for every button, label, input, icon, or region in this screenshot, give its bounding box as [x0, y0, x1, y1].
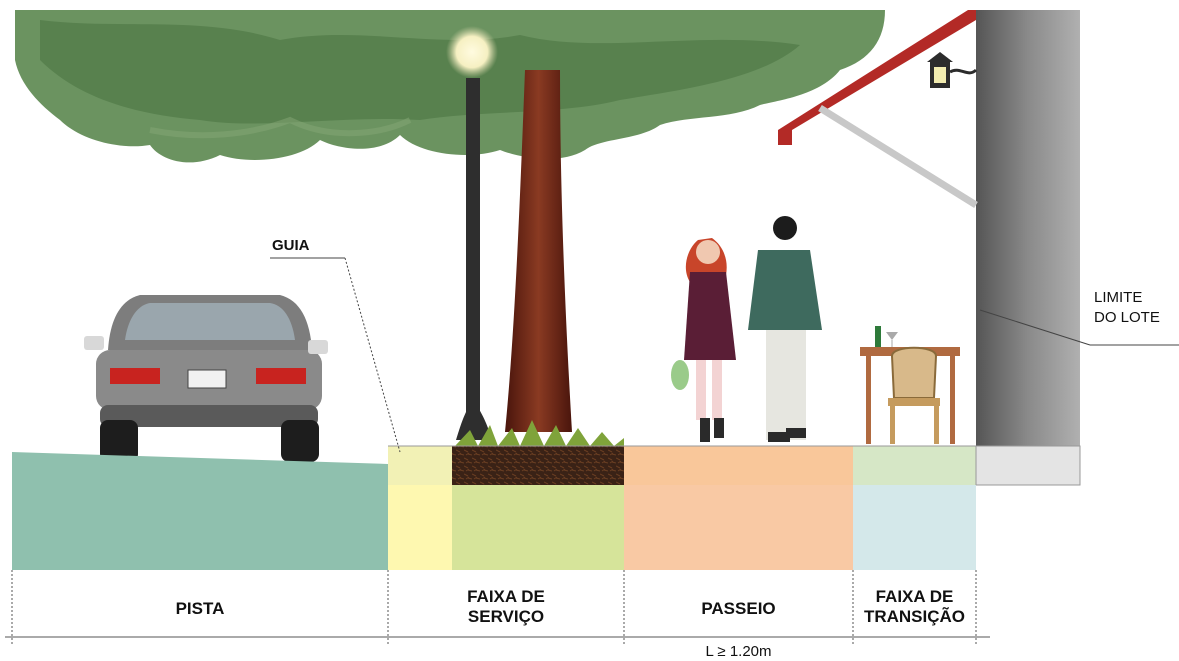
guia-leader-diagonal: [344, 257, 401, 453]
zone-label-faixa-transicao-2: TRANSIÇÃO: [863, 607, 966, 626]
passeio-width-measure: L ≥ 1.20m: [705, 643, 772, 660]
zone-label-pista: PISTA: [175, 599, 225, 618]
zone-block-guia: [388, 485, 452, 570]
grass: [455, 420, 624, 446]
zone-block-faixa-transicao: [853, 485, 976, 570]
zone-label-faixa-transicao-1: FAIXA DE: [875, 587, 954, 606]
building-wall: [976, 10, 1080, 446]
roof-eave: [778, 10, 976, 145]
tree-canopy: [15, 10, 885, 163]
wall-lantern-icon: [927, 52, 978, 88]
lot-base: [975, 445, 1081, 486]
zone-label-faixa-servico-2: SERVIÇO: [467, 607, 545, 626]
car: [84, 295, 328, 462]
man-figure: [748, 216, 822, 442]
limite-label-line2: DO LOTE: [1094, 309, 1160, 326]
zone-block-passeio: [624, 485, 853, 570]
tree-trunk: [505, 70, 572, 432]
curb-top: [388, 446, 452, 485]
dimension-lines: [5, 570, 990, 645]
tree-pit-soil: [452, 446, 624, 485]
roof-brace: [818, 105, 978, 208]
zone-label-passeio: PASSEIO: [701, 599, 776, 618]
limite-leader: [979, 309, 1091, 346]
zone-label-faixa-servico-1: FAIXA DE: [467, 587, 545, 606]
zone-block-pista: [12, 485, 388, 570]
building: [778, 10, 1080, 446]
woman-figure: [671, 238, 736, 442]
zone-blocks: [12, 485, 976, 570]
cafe-chair: [888, 346, 940, 444]
street-lamp: [446, 26, 498, 440]
guia-label: GUIA: [272, 237, 310, 254]
road-surface: [12, 452, 388, 485]
limite-label-line1: LIMITE: [1094, 289, 1143, 306]
